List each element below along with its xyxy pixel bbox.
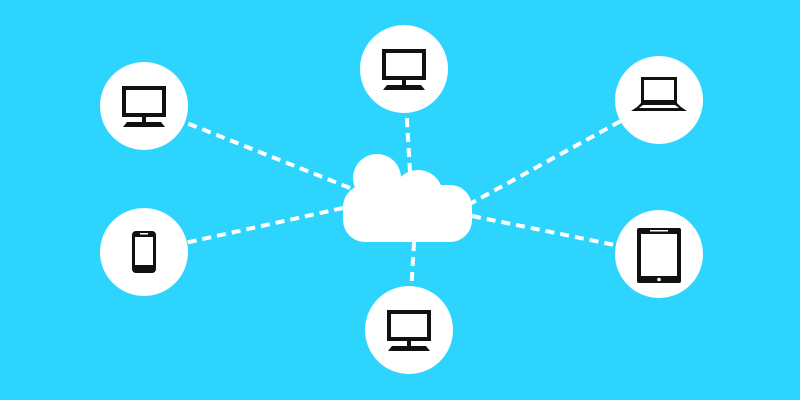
- device-node-top-left: [100, 62, 188, 150]
- device-node-top-center: [360, 25, 448, 113]
- smartphone-icon: [132, 231, 156, 273]
- cloud-icon: [343, 154, 472, 242]
- device-nodes: [100, 25, 703, 374]
- tablet-icon: [637, 228, 681, 283]
- laptop-icon: [631, 77, 687, 111]
- desktop-monitor-icon: [387, 310, 431, 351]
- desktop-monitor-icon: [382, 49, 426, 90]
- device-node-bottom-center: [365, 286, 453, 374]
- dashed-connection-line: [402, 68, 412, 173]
- device-node-top-right: [615, 56, 703, 144]
- dashed-connection-line: [471, 214, 660, 256]
- desktop-monitor-icon: [122, 86, 166, 127]
- device-node-middle-right: [615, 210, 703, 298]
- device-node-middle-left: [100, 208, 188, 296]
